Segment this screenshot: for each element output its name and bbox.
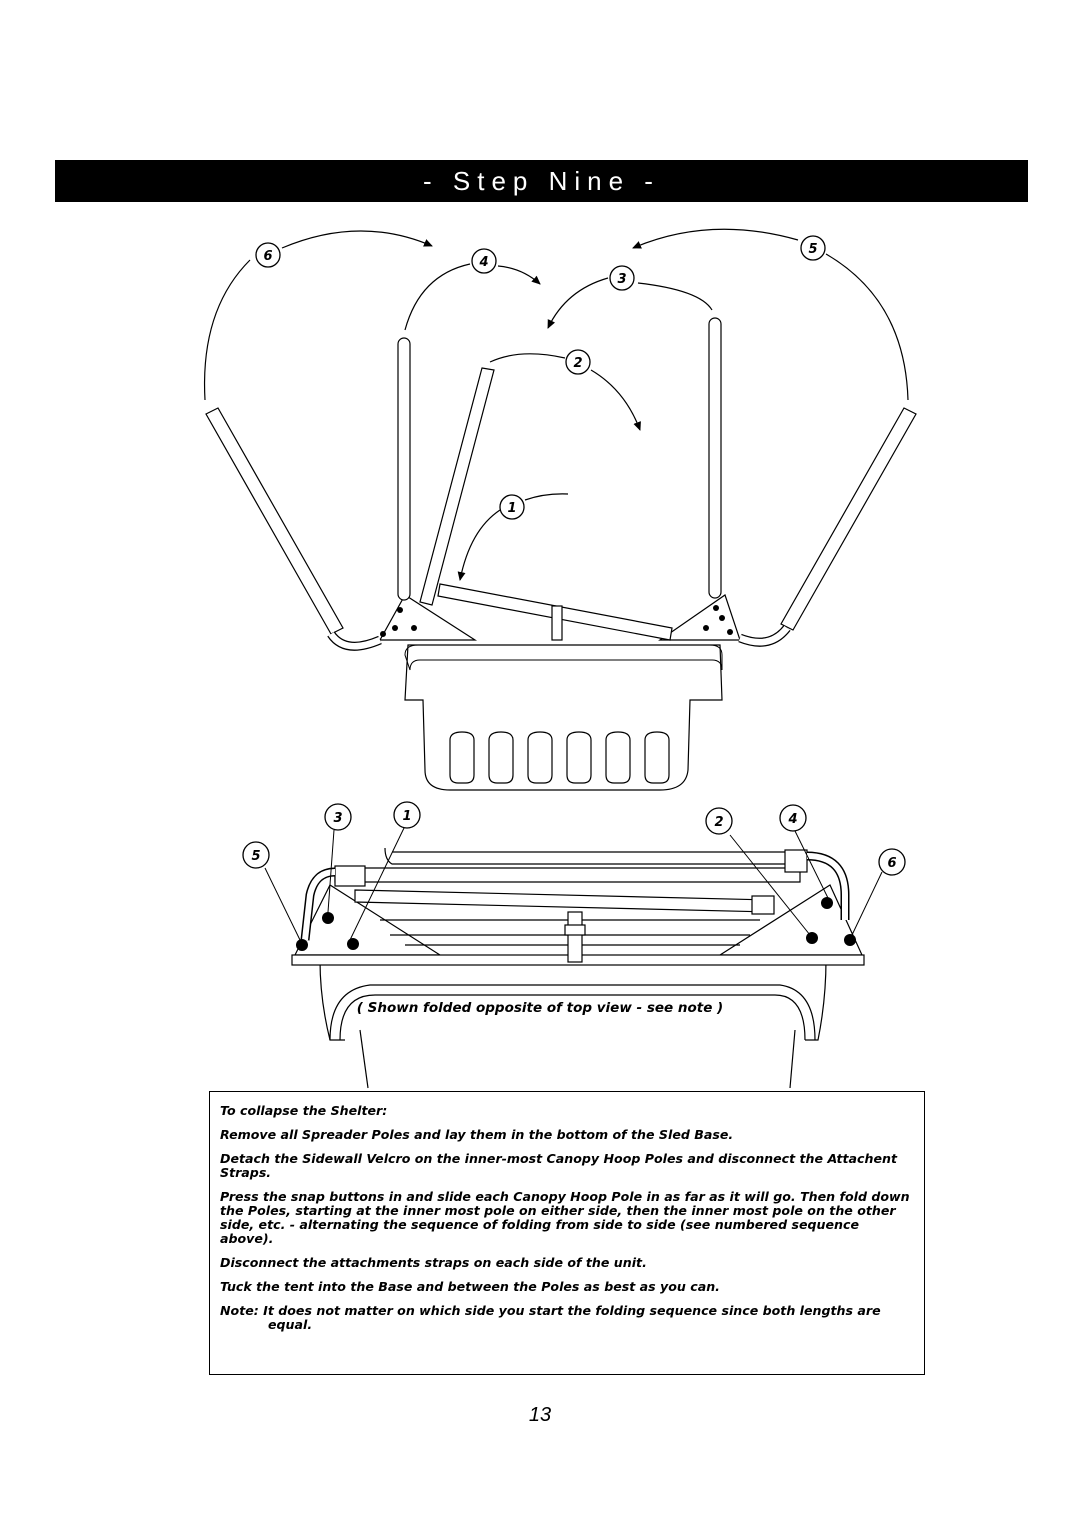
bottom-view-number-markers: 3 1 2 4 5 6	[242, 801, 906, 876]
instructions-heading: To collapse the Shelter:	[220, 1103, 388, 1118]
folding-diagram: 6 4 5 3 2 1	[203, 228, 917, 1089]
instruction-step: Remove all Spreader Poles and lay them i…	[220, 1127, 734, 1142]
instruction-step: Press the snap buttons in and slide each…	[220, 1189, 910, 1246]
instruction-step: Disconnect the attachments straps on eac…	[220, 1255, 647, 1270]
svg-text:1: 1	[402, 809, 411, 824]
step-title-bar: - Step Nine -	[55, 160, 1028, 202]
bottom-view-leader-lines	[264, 827, 883, 941]
top-view-sequence-arrows	[203, 228, 909, 581]
page-number: 13	[528, 1404, 552, 1426]
marker-1-top: 1	[499, 494, 525, 520]
instruction-step: Detach the Sidewall Velcro on the inner-…	[220, 1151, 897, 1180]
marker-4-bottom: 4	[779, 804, 807, 832]
bottom-view-shelter	[291, 847, 865, 1089]
instructions-box: To collapse the Shelter: Remove all Spre…	[209, 1091, 925, 1375]
instruction-note: Note: It does not matter on which side y…	[220, 1303, 881, 1332]
marker-2-top: 2	[565, 349, 591, 375]
top-view-shelter	[205, 317, 917, 791]
marker-1-bottom: 1	[393, 801, 421, 829]
instruction-step: Tuck the tent into the Base and between …	[220, 1279, 720, 1294]
diagram-caption: ( Shown folded opposite of top view - se…	[356, 1000, 724, 1016]
svg-text:4: 4	[787, 812, 797, 827]
svg-text:5: 5	[808, 242, 817, 257]
base-ribs	[449, 731, 670, 784]
svg-text:4: 4	[478, 255, 488, 270]
marker-6-top: 6	[255, 242, 281, 268]
marker-5-bottom: 5	[242, 841, 270, 869]
svg-text:3: 3	[333, 811, 342, 826]
marker-3-bottom: 3	[324, 803, 352, 831]
step-title: - Step Nine -	[423, 165, 660, 196]
svg-text:2: 2	[573, 356, 582, 371]
marker-2-bottom: 2	[705, 807, 733, 835]
marker-4-top: 4	[471, 248, 497, 274]
svg-text:2: 2	[714, 815, 723, 830]
svg-text:3: 3	[617, 272, 626, 287]
svg-text:6: 6	[263, 249, 272, 264]
svg-text:1: 1	[507, 501, 516, 516]
marker-3-top: 3	[609, 265, 635, 291]
marker-6-bottom: 6	[878, 848, 906, 876]
top-view-number-markers: 6 4 5 3 2 1	[255, 235, 826, 520]
svg-text:5: 5	[251, 849, 260, 864]
svg-text:6: 6	[887, 856, 896, 871]
marker-5-top: 5	[800, 235, 826, 261]
